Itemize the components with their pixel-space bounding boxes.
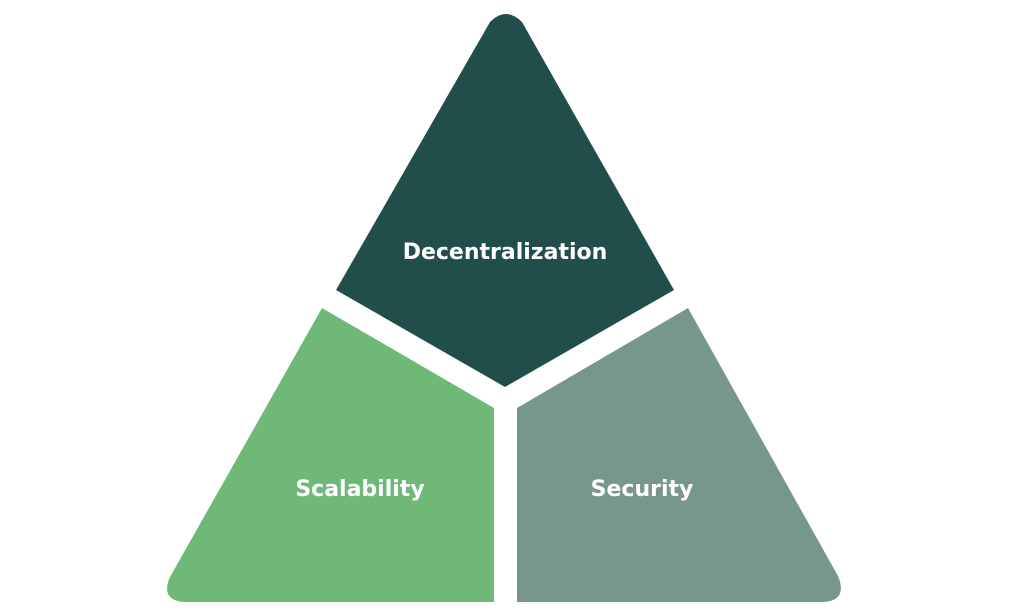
decentralization-label: Decentralization	[403, 240, 608, 265]
security-segment	[517, 308, 841, 602]
scalability-label: Scalability	[295, 477, 424, 502]
security-label: Security	[591, 477, 694, 502]
scalability-segment	[167, 308, 494, 602]
decentralization-segment	[336, 14, 674, 387]
